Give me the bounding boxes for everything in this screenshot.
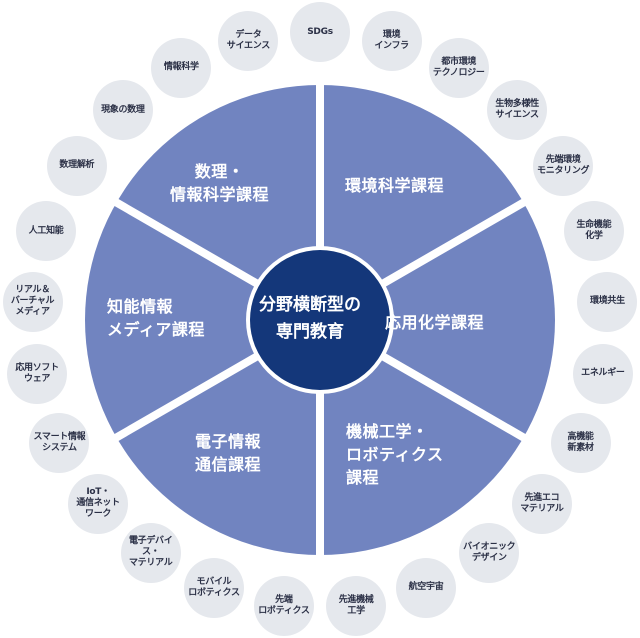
field-bubble: 環境 インフラ (361, 11, 422, 72)
field-label: 環境共生 (590, 296, 625, 307)
field-label: 現象の数理 (101, 104, 145, 115)
field-bubble: モバイル ロボティクス (183, 557, 244, 618)
field-label: リアル＆ バーチャル メディア (10, 285, 55, 318)
course-env-science: 環境科学課程 (345, 176, 445, 195)
field-label: SDGs (307, 26, 333, 37)
field-label: 電子デバイス・ マテリアル (128, 536, 173, 569)
field-label: 数理解析 (59, 160, 95, 171)
field-label: データ サイエンス (226, 30, 271, 52)
field-bubble: 生物多様性 サイエンス (487, 80, 548, 141)
field-label: 応用ソフト ウェア (15, 362, 59, 384)
field-label: 環境 インフラ (374, 30, 409, 52)
field-bubble: 生命機能 化学 (563, 201, 624, 261)
course-intelligent-media: 知能情報 メディア課程 (107, 297, 205, 339)
field-label: 先進機械 工学 (338, 594, 374, 616)
field-bubble: リアル＆ バーチャル メディア (2, 271, 63, 332)
field-label: 生命機能 化学 (576, 220, 612, 241)
field-label: 航空宇宙 (408, 582, 444, 593)
field-bubble: 数理解析 (46, 135, 107, 196)
field-label: バイオニック デザイン (463, 541, 516, 563)
field-label: 人工知能 (28, 225, 64, 236)
field-bubble: 先進機械 工学 (326, 575, 387, 636)
field-bubble: 電子デバイス・ マテリアル (120, 522, 181, 583)
field-label: IoT・ 通信ネット ワーク (76, 487, 120, 520)
field-bubble: 人工知能 (16, 201, 77, 261)
field-bubble: 航空宇宙 (396, 557, 457, 618)
field-label: スマート情報 システム (33, 431, 86, 453)
field-label: 先端環境 モニタリング (537, 154, 590, 176)
field-bubble: 現象の数理 (92, 80, 153, 141)
field-label: モバイル ロボティクス (188, 576, 240, 598)
course-info-math: 数理・ 情報科学課程 (170, 162, 270, 204)
field-bubble: 応用ソフト ウェア (7, 343, 68, 404)
field-bubble: IoT・ 通信ネット ワーク (68, 473, 129, 534)
field-bubble: データ サイエンス (218, 11, 279, 72)
field-label: 都市環境 テクノロジー (432, 56, 485, 78)
field-bubble: 情報科学 (151, 37, 212, 98)
field-label: 先端 ロボティクス (258, 594, 310, 616)
center-circle (250, 250, 390, 390)
center-label: 分野横断型の 専門教育 (259, 295, 361, 342)
field-bubble: SDGs (290, 2, 350, 62)
field-label: エネルギー (581, 368, 625, 379)
field-bubble: 都市環境 テクノロジー (428, 37, 489, 98)
field-bubble: エネルギー (572, 343, 633, 404)
field-label: 高機能 新素材 (567, 431, 594, 453)
field-bubble: 環境共生 (577, 271, 638, 332)
course-applied-chem: 応用化学課程 (385, 313, 485, 332)
field-bubble: スマート情報 システム (29, 412, 90, 473)
course-mech-robotics: 機械工学・ ロボティクス 課程 (346, 422, 444, 487)
field-bubble: 先端 ロボティクス (253, 575, 314, 636)
field-bubble: 高機能 新素材 (550, 412, 611, 473)
field-bubble: 先進エコ マテリアル (511, 473, 572, 534)
field-label: 先進エコ マテリアル (520, 492, 564, 514)
field-bubble: 先端環境 モニタリング (533, 135, 594, 196)
course-electronics: 電子情報 通信課程 (195, 432, 262, 474)
field-label: 生物多様性 サイエンス (495, 99, 539, 121)
field-bubble: バイオニック デザイン (459, 522, 520, 583)
field-label: 情報科学 (163, 62, 199, 73)
